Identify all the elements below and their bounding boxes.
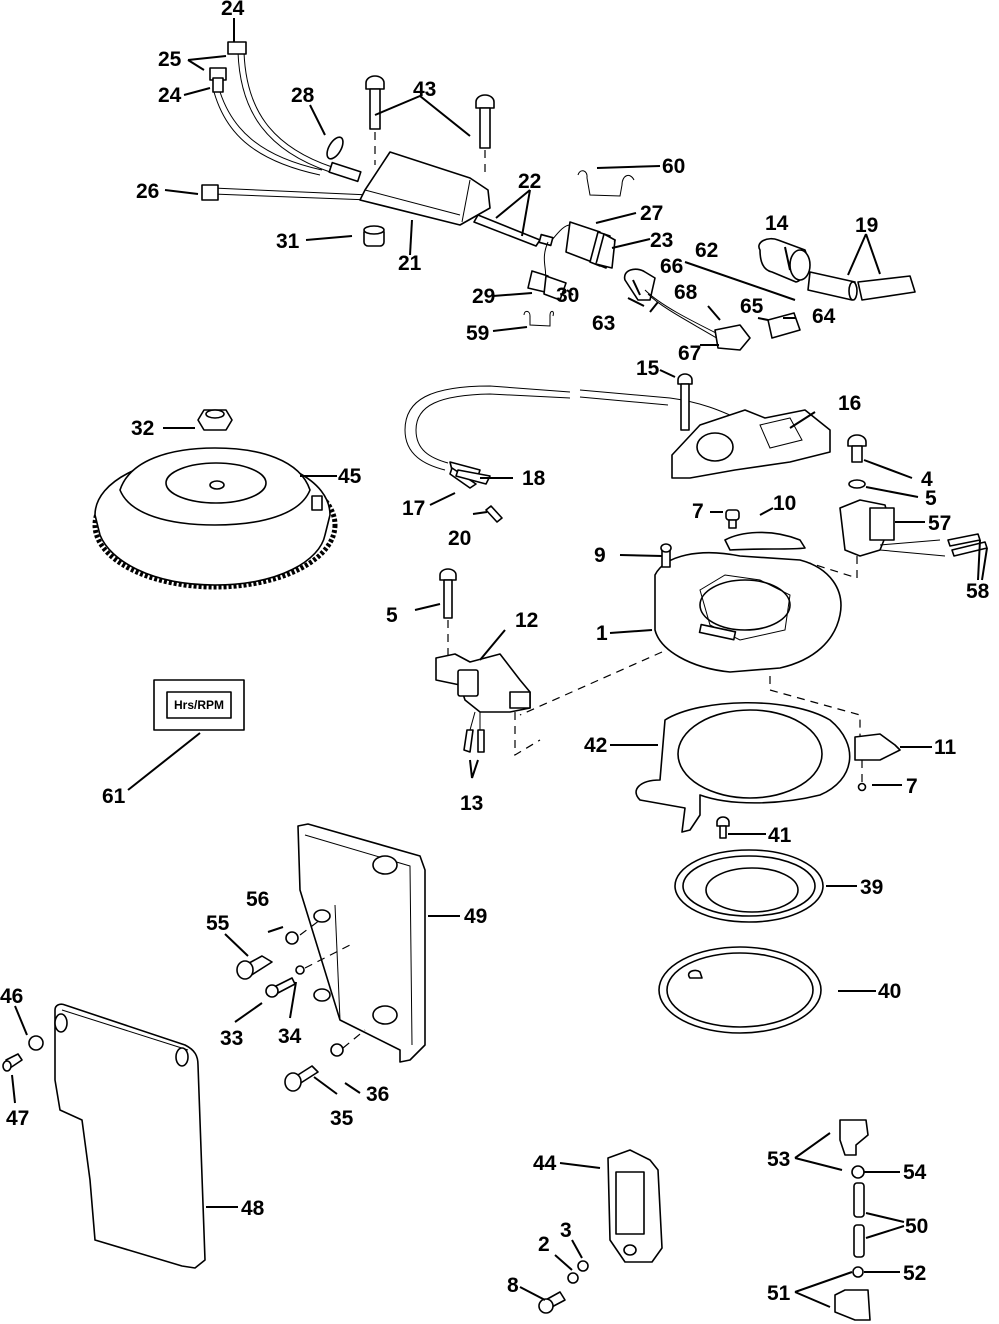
callout-2: 2 bbox=[538, 1233, 550, 1256]
ignition-coil-left bbox=[435, 568, 541, 757]
cover bbox=[2, 1003, 206, 1269]
callout-14: 14 bbox=[765, 212, 789, 235]
callout-12: 12 bbox=[515, 609, 538, 632]
callout-62: 62 bbox=[695, 239, 718, 262]
callout-1: 1 bbox=[596, 622, 608, 645]
callout-45: 45 bbox=[338, 465, 362, 488]
callout-35: 35 bbox=[330, 1107, 354, 1130]
callout-4: 4 bbox=[921, 468, 933, 491]
callout-65: 65 bbox=[740, 295, 764, 318]
callout-66: 66 bbox=[660, 255, 683, 278]
callout-15: 15 bbox=[636, 357, 660, 380]
callout-47: 47 bbox=[6, 1107, 29, 1130]
callout-16: 16 bbox=[838, 392, 861, 415]
callout-8: 8 bbox=[507, 1274, 519, 1297]
ignition-coil-right bbox=[799, 434, 988, 579]
mounting-bracket bbox=[236, 823, 426, 1092]
connectors bbox=[523, 170, 635, 327]
callout-56: 56 bbox=[246, 888, 269, 911]
callout-48: 48 bbox=[241, 1197, 265, 1220]
spark-plug-boots bbox=[834, 1119, 871, 1321]
callout-33: 33 bbox=[220, 1027, 243, 1050]
callout-49: 49 bbox=[464, 905, 487, 928]
callout-63: 63 bbox=[592, 312, 615, 335]
spark-plug-leads bbox=[623, 237, 916, 351]
callout-28: 28 bbox=[291, 84, 315, 107]
callout-3: 3 bbox=[560, 1219, 572, 1242]
callout-41: 41 bbox=[768, 824, 792, 847]
callout-30: 30 bbox=[556, 284, 579, 307]
timer-base-harness bbox=[404, 373, 831, 523]
callout-36: 36 bbox=[366, 1083, 389, 1106]
callout-17: 17 bbox=[402, 497, 425, 520]
callout-44: 44 bbox=[533, 1152, 557, 1175]
callout-59: 59 bbox=[466, 322, 489, 345]
callout-5: 5 bbox=[925, 487, 937, 510]
callout-43: 43 bbox=[413, 78, 436, 101]
hrs-rpm-decal: Hrs/RPM bbox=[153, 679, 245, 731]
callout-34: 34 bbox=[278, 1025, 302, 1048]
callout-10: 10 bbox=[773, 492, 796, 515]
callout-31: 31 bbox=[276, 230, 300, 253]
callout-21: 21 bbox=[398, 252, 422, 275]
callout-67: 67 bbox=[678, 342, 701, 365]
callout-40: 40 bbox=[878, 980, 901, 1003]
leader-lines bbox=[11, 18, 988, 1308]
callout-labels: 24 25 24 28 43 26 31 21 22 60 27 23 29 3… bbox=[0, 0, 990, 1305]
callout-50: 50 bbox=[905, 1215, 928, 1238]
callout-51: 51 bbox=[767, 1282, 791, 1305]
callout-29: 29 bbox=[472, 285, 495, 308]
callout-64: 64 bbox=[812, 305, 836, 328]
callout-26: 26 bbox=[136, 180, 159, 203]
callout-42: 42 bbox=[584, 734, 607, 757]
callout-54: 54 bbox=[903, 1161, 927, 1184]
callout-23: 23 bbox=[650, 229, 673, 252]
decal-text: Hrs/RPM bbox=[174, 698, 224, 712]
callout-19: 19 bbox=[855, 214, 878, 237]
callout-55: 55 bbox=[206, 912, 230, 935]
callout-7: 7 bbox=[692, 500, 704, 523]
callout-7: 7 bbox=[906, 775, 918, 798]
callout-60: 60 bbox=[662, 155, 685, 178]
callout-18: 18 bbox=[522, 467, 546, 490]
callout-58: 58 bbox=[966, 580, 990, 603]
callout-13: 13 bbox=[460, 792, 483, 815]
callout-22: 22 bbox=[518, 170, 541, 193]
callout-25: 25 bbox=[158, 48, 182, 71]
callout-24: 24 bbox=[221, 0, 245, 20]
callout-9: 9 bbox=[594, 544, 606, 567]
callout-68: 68 bbox=[674, 281, 698, 304]
armature-plate bbox=[519, 509, 861, 745]
callout-20: 20 bbox=[448, 527, 471, 550]
flywheel bbox=[92, 409, 338, 590]
callout-57: 57 bbox=[928, 512, 951, 535]
callout-39: 39 bbox=[860, 876, 883, 899]
rectifier bbox=[538, 1149, 663, 1314]
callout-52: 52 bbox=[903, 1262, 926, 1285]
callout-53: 53 bbox=[767, 1148, 790, 1171]
callout-24: 24 bbox=[158, 84, 182, 107]
callout-11: 11 bbox=[934, 736, 957, 759]
retainer-plate bbox=[635, 701, 901, 833]
callout-27: 27 bbox=[640, 202, 663, 225]
callout-46: 46 bbox=[0, 985, 23, 1008]
ring-parts bbox=[658, 816, 824, 1034]
callout-5: 5 bbox=[386, 604, 398, 627]
callout-61: 61 bbox=[102, 785, 126, 808]
callout-32: 32 bbox=[131, 417, 154, 440]
power-pack-assembly bbox=[201, 41, 571, 281]
